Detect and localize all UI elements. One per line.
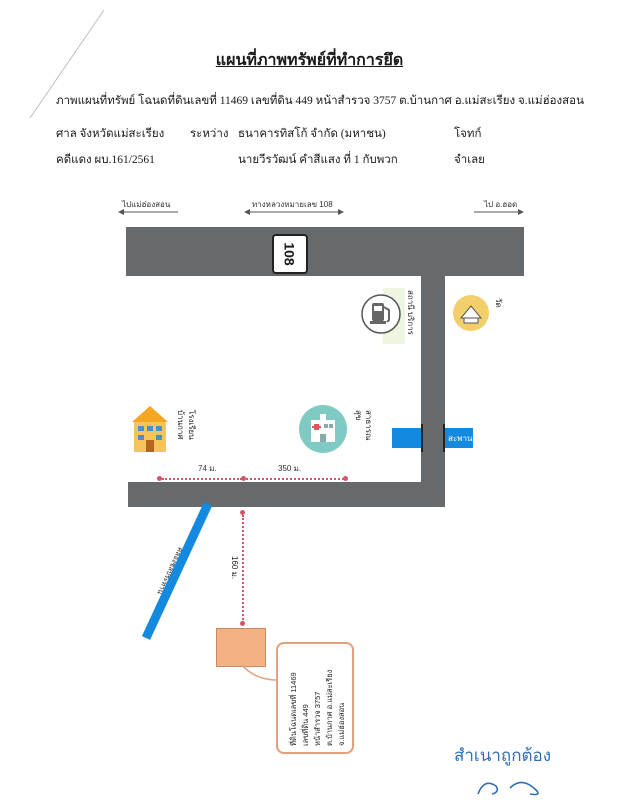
health-center-icon: [299, 405, 347, 453]
side-road-vertical: [421, 276, 445, 507]
highway-shield-icon: 108: [272, 234, 308, 274]
distance-dot: [343, 476, 348, 481]
scan-fold-line: [29, 9, 105, 119]
arrow-both-icon: [244, 209, 344, 215]
between-label: ระหว่าง: [190, 128, 229, 140]
highway-shield-number: 108: [281, 242, 298, 266]
distance-line-left: [162, 478, 242, 480]
defendant-role: จำเลย: [454, 154, 485, 166]
direction-right-label: ไป อ.ฮอด: [484, 200, 518, 209]
distance-dot: [157, 476, 162, 481]
plaintiff-role: โจทก์: [454, 128, 482, 140]
defendant-name: นายวีรวัฒน์ คำสีแสง ที่ 1 กับพวก: [238, 154, 398, 166]
school-label-1: โรงเรียน: [187, 410, 196, 440]
arrow-left-icon: [118, 209, 178, 215]
temple-icon: [453, 295, 489, 331]
plaintiff-name: ธนาคารทิสโก้ จำกัด (มหาชน): [238, 128, 386, 140]
health-center-label-1: สาธารณ: [364, 410, 373, 441]
distance-dot: [240, 510, 245, 515]
school-label-2: บ้านกาศ: [176, 410, 185, 440]
signature-scribble: [477, 781, 539, 796]
health-center-label-2: สุข: [354, 410, 363, 421]
certify-stamp: สำเนาถูกต้อง: [454, 746, 552, 765]
property-callout-box: ที่ดินโฉนดเลขที่ 11469 เลขที่ดิน 449 หน้…: [276, 642, 354, 754]
canal: [141, 502, 213, 640]
stream-left: [392, 428, 421, 448]
local-road-horizontal: [128, 482, 445, 507]
property-label-line: จ.แม่ฮ่องสอน: [337, 702, 346, 746]
distance-dot: [240, 621, 245, 626]
direction-left-label: ไปแม่ฮ่องสอน: [122, 200, 171, 209]
gas-station-icon: [361, 294, 401, 334]
stream-right: [445, 428, 473, 448]
bridge-rail-right: [443, 424, 445, 452]
distance-dot: [241, 476, 246, 481]
bridge-rail-left: [421, 424, 423, 452]
distance-down-label: 160 ม.: [230, 556, 239, 580]
page-title: แผนที่ภาพทรัพย์ที่ทำการยึด: [215, 52, 404, 69]
case-number: คดีแดง ผบ.161/2561: [56, 154, 155, 166]
property-label-line: ต.บ้านกาศ อ.แม่สะเรียง: [325, 669, 334, 746]
distance-right-label: 350 ม.: [278, 464, 302, 473]
property-parcel: [216, 628, 266, 667]
bridge-label: สะพาน: [448, 434, 473, 443]
header-line: ภาพแผนที่ทรัพย์ โฉนดที่ดินเลขที่ 11469 เ…: [56, 95, 584, 107]
direction-center-label: ทางหลวงหมายเลข 108: [252, 200, 333, 209]
distance-left-label: 74 ม.: [198, 464, 217, 473]
property-label-line: หน้าสำรวจ 3757: [313, 691, 322, 746]
gas-station-label: สถานี บริการ: [406, 290, 415, 335]
highway-road: [126, 227, 524, 276]
school-icon: [132, 406, 168, 452]
distance-line-right: [246, 478, 344, 480]
property-label-line: เลขที่ดิน 449: [301, 704, 310, 746]
distance-line-down: [242, 515, 244, 623]
temple-label: วัด: [494, 298, 503, 308]
property-label-line: ที่ดินโฉนดเลขที่ 11469: [289, 672, 298, 746]
arrow-right-icon: [474, 209, 524, 215]
court-name: ศาล จังหวัดแม่สะเรียง: [56, 128, 165, 140]
